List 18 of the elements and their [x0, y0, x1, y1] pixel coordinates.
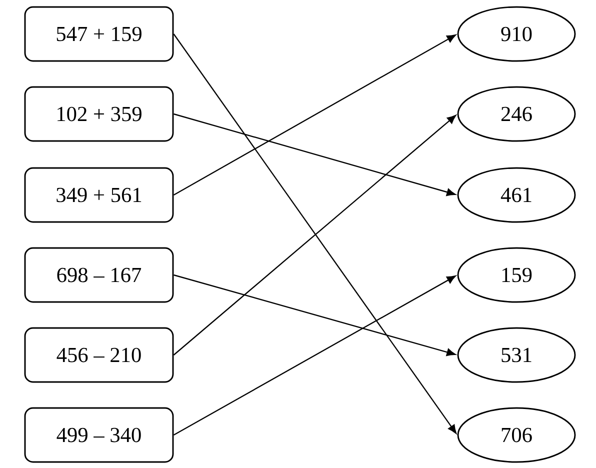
answer-oval: 531	[457, 327, 576, 383]
answer-oval: 246	[457, 86, 576, 142]
answer-oval: 706	[457, 407, 576, 463]
arrow	[174, 274, 456, 356]
expression-box: 698 – 167	[24, 247, 174, 303]
expression-box: 456 – 210	[24, 327, 174, 383]
arrow	[174, 113, 456, 196]
expression-box: 499 – 340	[24, 407, 174, 463]
expression-box: 102 + 359	[24, 86, 174, 142]
arrow	[173, 34, 457, 434]
arrow	[173, 114, 456, 356]
expression-box: 349 + 561	[24, 167, 174, 223]
answer-oval: 461	[457, 167, 576, 223]
answer-oval: 910	[457, 6, 576, 62]
expression-box: 547 + 159	[24, 6, 174, 62]
answer-oval: 159	[457, 247, 576, 303]
arrow	[173, 276, 456, 436]
arrow	[173, 34, 456, 196]
